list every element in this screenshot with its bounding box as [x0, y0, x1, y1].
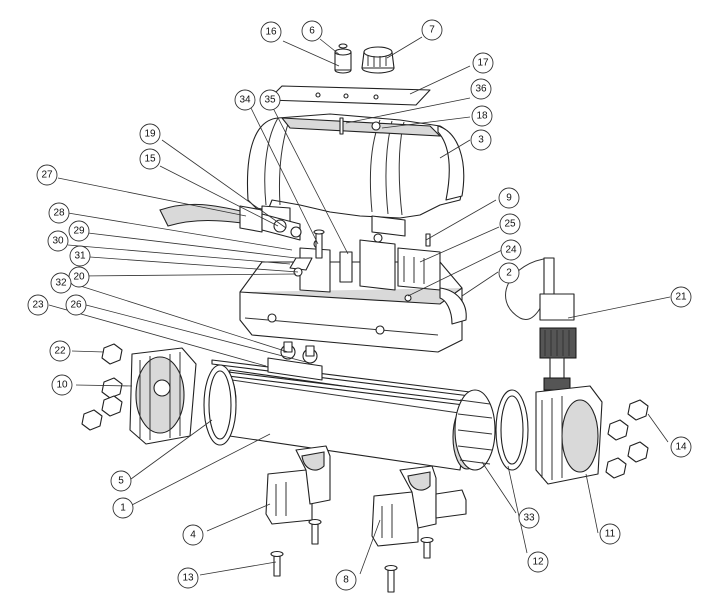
svg-text:10: 10 — [56, 380, 68, 391]
svg-text:28: 28 — [53, 208, 65, 219]
leader-lines — [48, 36, 671, 576]
svg-text:20: 20 — [73, 272, 85, 283]
callout-3: 3 — [470, 129, 492, 151]
callout-29: 29 — [68, 220, 90, 242]
nuts-left — [81, 343, 123, 431]
callout-20: 20 — [68, 266, 90, 288]
callout-27: 27 — [36, 164, 58, 186]
svg-text:23: 23 — [32, 300, 44, 311]
svg-text:14: 14 — [675, 442, 687, 453]
svg-text:19: 19 — [144, 129, 156, 140]
callout-10: 10 — [51, 374, 73, 396]
callout-balloons: 1 2 3 4 5 6 7 8 9 10 11 12 13 14 15 16 1… — [27, 19, 692, 591]
svg-text:1: 1 — [120, 503, 126, 514]
svg-text:13: 13 — [182, 573, 194, 584]
callout-23: 23 — [27, 294, 49, 316]
callout-19: 19 — [139, 123, 161, 145]
svg-text:30: 30 — [52, 236, 64, 247]
svg-text:35: 35 — [264, 95, 276, 106]
callout-2: 2 — [498, 262, 520, 284]
callout-11: 11 — [599, 523, 621, 545]
bracket-8 — [371, 465, 467, 547]
terminal-block — [267, 341, 323, 381]
top-plate — [267, 85, 431, 106]
callout-30: 30 — [47, 230, 69, 252]
svg-text:7: 7 — [429, 25, 435, 36]
svg-text:3: 3 — [478, 135, 484, 146]
svg-text:21: 21 — [675, 292, 687, 303]
svg-text:2: 2 — [506, 268, 512, 279]
svg-text:8: 8 — [343, 575, 349, 586]
callout-13: 13 — [177, 567, 199, 589]
callout-5: 5 — [110, 470, 132, 492]
callout-14: 14 — [670, 436, 692, 458]
sensor-probe — [505, 257, 577, 391]
end-cap-left — [129, 347, 197, 445]
callout-4: 4 — [182, 524, 204, 546]
callout-15: 15 — [139, 148, 161, 170]
svg-text:34: 34 — [239, 95, 251, 106]
heater-tube — [207, 359, 482, 471]
base-housing — [239, 233, 467, 353]
callout-31: 31 — [69, 245, 91, 267]
top-screws — [313, 117, 431, 259]
callout-18: 18 — [471, 105, 493, 127]
callout-25: 25 — [499, 213, 521, 235]
callout-12: 12 — [527, 551, 549, 573]
sensor-cable — [159, 203, 302, 241]
callout-9: 9 — [498, 187, 520, 209]
callout-8: 8 — [335, 569, 357, 591]
callout-1: 1 — [112, 497, 134, 519]
svg-text:18: 18 — [476, 111, 488, 122]
callout-34: 34 — [234, 89, 256, 111]
callout-24: 24 — [500, 239, 522, 261]
ring-5 — [203, 364, 237, 446]
knob-small — [334, 43, 352, 74]
svg-text:32: 32 — [55, 278, 67, 289]
callout-36: 36 — [470, 78, 492, 100]
bolts — [270, 518, 434, 593]
svg-text:25: 25 — [504, 219, 516, 230]
callout-7: 7 — [421, 19, 443, 41]
svg-text:17: 17 — [477, 58, 489, 69]
callout-33: 33 — [518, 507, 540, 529]
svg-text:12: 12 — [532, 557, 544, 568]
svg-text:36: 36 — [475, 84, 487, 95]
cover-shell — [246, 113, 465, 237]
svg-text:29: 29 — [73, 226, 85, 237]
callout-16: 16 — [260, 21, 282, 43]
collar-33 — [454, 389, 496, 471]
callout-35: 35 — [259, 89, 281, 111]
svg-text:33: 33 — [523, 513, 535, 524]
callout-26: 26 — [65, 294, 87, 316]
parts-drawing — [81, 43, 649, 593]
callout-17: 17 — [472, 52, 494, 74]
svg-text:5: 5 — [118, 476, 124, 487]
svg-text:31: 31 — [74, 251, 86, 262]
svg-text:27: 27 — [41, 170, 53, 181]
knob-large — [361, 46, 395, 74]
svg-text:24: 24 — [505, 245, 517, 256]
callout-28: 28 — [48, 202, 70, 224]
ring-12 — [495, 389, 529, 471]
svg-text:6: 6 — [309, 26, 315, 37]
callout-32: 32 — [50, 272, 72, 294]
svg-text:9: 9 — [506, 193, 512, 204]
callout-21: 21 — [670, 286, 692, 308]
nuts-right — [605, 399, 649, 479]
svg-text:4: 4 — [190, 530, 196, 541]
callout-22: 22 — [49, 340, 71, 362]
svg-text:11: 11 — [605, 529, 616, 540]
svg-text:16: 16 — [265, 27, 277, 38]
svg-text:26: 26 — [70, 300, 82, 311]
bracket-4 — [265, 445, 331, 525]
callout-6: 6 — [301, 20, 323, 42]
svg-text:15: 15 — [144, 154, 156, 165]
end-cap-right — [535, 385, 603, 485]
svg-text:22: 22 — [54, 346, 66, 357]
